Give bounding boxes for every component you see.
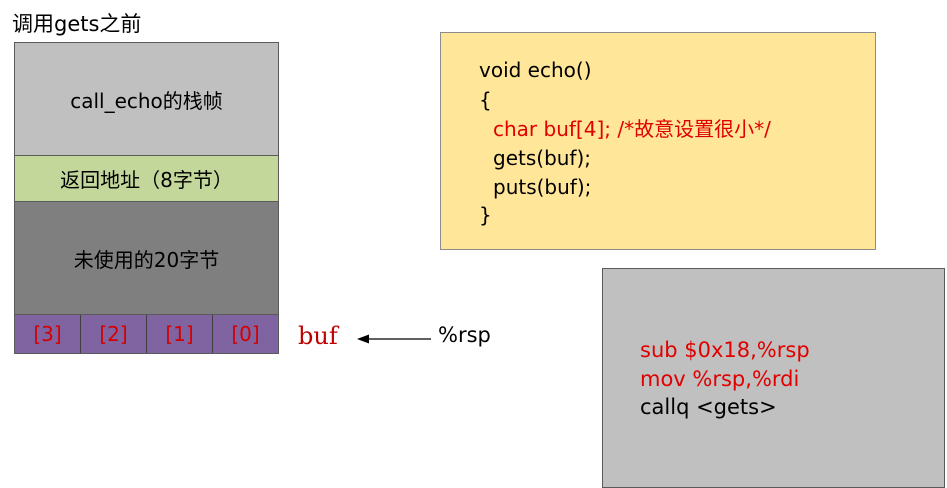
asm-line-mov: mov %rsp,%rdi (640, 367, 800, 391)
unused-bytes-block: 未使用的20字节 (15, 202, 278, 315)
stack-diagram: call_echo的栈帧 返回地址（8字节） 未使用的20字节 [3] [2] … (14, 42, 279, 354)
code-line-open-brace: { (479, 88, 492, 112)
rsp-register-label: %rsp (438, 323, 491, 347)
buf-array-row: [3] [2] [1] [0] (15, 315, 278, 353)
buf-cell-3: [3] (15, 315, 81, 353)
rsp-arrow-icon (357, 334, 431, 344)
code-line-signature: void echo() (479, 58, 592, 82)
caller-frame-block: call_echo的栈帧 (15, 43, 278, 156)
return-address-label: 返回地址（8字节） (60, 168, 233, 192)
asm-line-sub: sub $0x18,%rsp (640, 338, 810, 362)
unused-bytes-label: 未使用的20字节 (73, 247, 220, 272)
asm-line-callq: callq <gets> (640, 395, 777, 419)
code-line-buf-decl: char buf[4]; /*故意设置很小*/ (493, 117, 771, 141)
code-line-puts: puts(buf); (493, 175, 592, 199)
c-code-box: void echo() { char buf[4]; /*故意设置很小*/ ge… (440, 32, 876, 250)
code-line-close-brace: } (479, 203, 492, 227)
caller-frame-label: call_echo的栈帧 (70, 88, 223, 113)
code-line-gets: gets(buf); (493, 146, 592, 170)
buf-cell-2: [2] (81, 315, 147, 353)
buf-cell-1: [1] (147, 315, 213, 353)
diagram-title: 调用gets之前 (12, 12, 142, 36)
buf-cell-0: [0] (231, 322, 260, 346)
buf-pointer-label: buf (298, 322, 338, 350)
assembly-box: sub $0x18,%rsp mov %rsp,%rdi callq <gets… (602, 268, 945, 488)
return-address-block: 返回地址（8字节） (15, 156, 278, 202)
